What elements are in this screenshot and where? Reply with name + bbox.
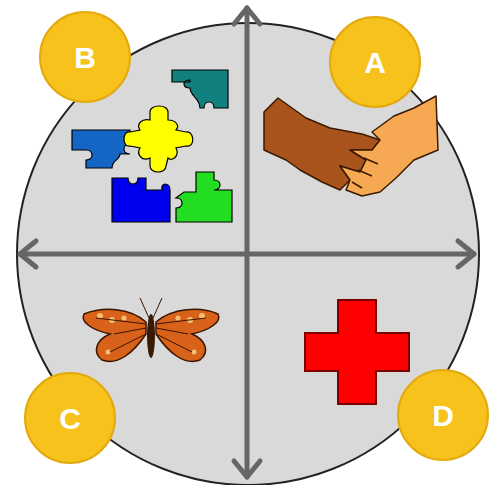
butterfly [83, 298, 219, 361]
quadrant-letter: B [74, 41, 96, 74]
badge-fill [40, 12, 130, 102]
red-cross [305, 300, 409, 404]
letter-badge: B [38, 10, 132, 104]
badge-fill [25, 373, 115, 463]
quadrant-letter: A [364, 46, 386, 79]
badge-fill [398, 370, 488, 460]
badge-fill [330, 17, 420, 107]
letter-badge: A [328, 15, 422, 109]
quadrant-letter: D [432, 399, 454, 432]
letter-badge: D [396, 368, 490, 462]
handshake [264, 96, 438, 196]
letter-badge: C [23, 371, 117, 465]
quadrant-letter: C [59, 402, 81, 435]
